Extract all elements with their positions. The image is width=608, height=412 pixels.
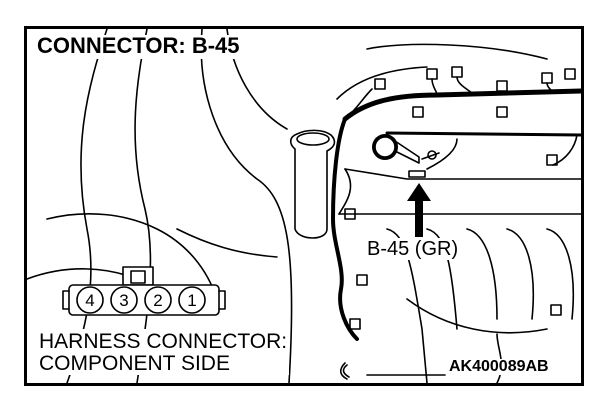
connector-pin: 3 [119,291,129,310]
b45-connector-outline [408,170,426,178]
connector-callout-label: B-45 (GR) [364,238,462,260]
engine-cover [344,168,581,180]
callout-arrow [407,183,431,237]
connector-pin: 4 [85,291,95,310]
diagram-title: CONNECTOR: B-45 [35,35,244,59]
diagram-code: AK400089AB [447,358,551,375]
diagram-frame: 4 3 2 1 CONNECTOR: B-45 B-45 (GR) HARNES… [24,26,584,386]
engine-bay-illustration [27,29,581,383]
connector-pin: 1 [187,291,197,310]
caption-line-2: COMPONENT SIDE [39,352,230,375]
connector-face-drawing [62,266,226,316]
connector-pin: 2 [153,291,163,310]
harness-connector-caption: HARNESS CONNECTOR: COMPONENT SIDE [37,329,290,375]
reservoir-bottle [289,129,336,239]
wiring-harness [342,88,581,122]
caption-line-1: HARNESS CONNECTOR: [39,330,288,353]
